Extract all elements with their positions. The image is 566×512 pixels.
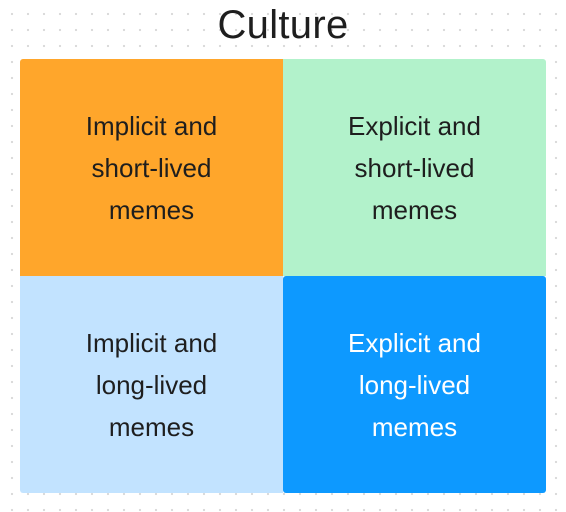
quadrant-implicit-short-lived: Implicit and short-lived memes	[20, 59, 283, 276]
quadrant-label: Explicit and short-lived memes	[348, 110, 481, 225]
quadrant-label: Implicit and short-lived memes	[85, 110, 218, 225]
quadrant-label: Explicit and long-lived memes	[348, 327, 481, 442]
quadrant-explicit-short-lived: Explicit and short-lived memes	[283, 59, 546, 276]
quadrant-label: Implicit and long-lived memes	[85, 327, 218, 442]
diagram-title: Culture	[217, 3, 349, 47]
quadrant-explicit-long-lived: Explicit and long-lived memes	[283, 276, 546, 493]
quadrant-implicit-long-lived: Implicit and long-lived memes	[20, 276, 283, 493]
